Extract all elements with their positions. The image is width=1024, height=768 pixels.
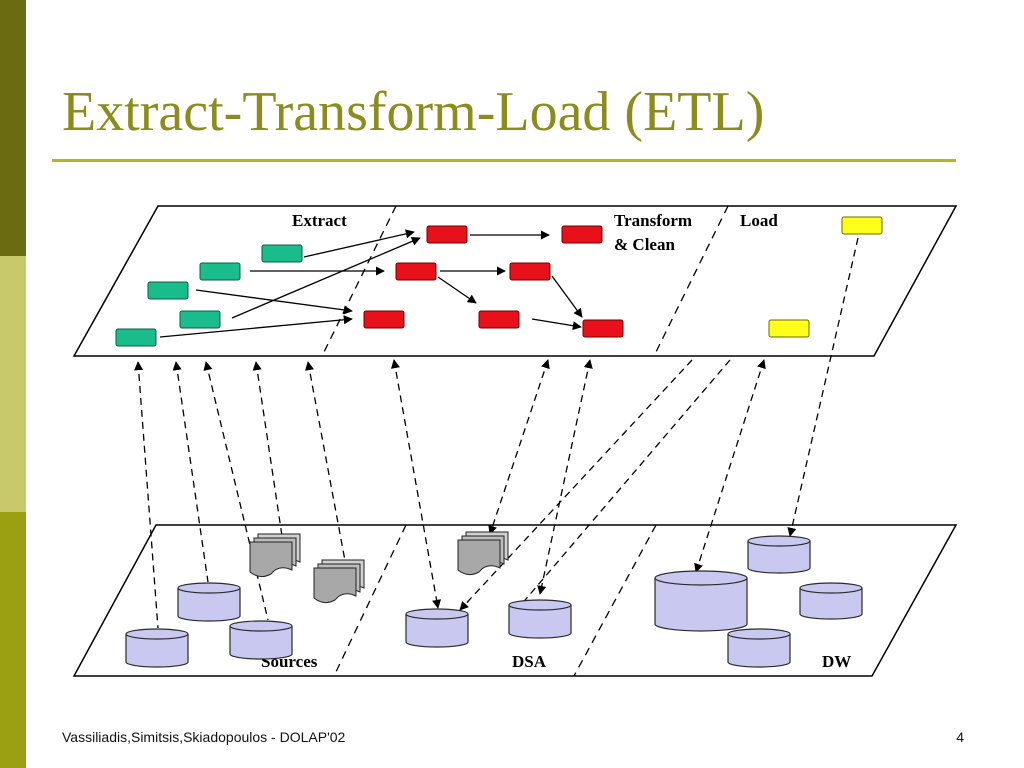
load-activity [768,319,810,338]
label-load: Load [740,211,778,230]
load-activity [841,216,883,235]
label-dsa: DSA [512,652,547,671]
transform-activity [478,310,520,329]
extract-activity [179,310,221,329]
extract-activity [199,262,241,281]
page-number: 4 [956,729,964,745]
title-underline [52,159,956,162]
database-icon [229,620,293,660]
transform-activities [363,225,624,338]
flow-arrow [159,315,353,338]
mapping-arrow [459,359,693,611]
transform-activity [395,262,437,281]
extract-activity [115,328,157,347]
side-band-mid [0,512,26,768]
database-icon [799,582,863,620]
slide-footer: Vassiliadis,Simitsis,Skiadopoulos - DOLA… [62,729,346,745]
extract-activity [261,244,303,263]
database-icon [177,582,241,622]
label-transform: Transform [614,211,692,230]
file-stack-icon [313,559,365,604]
label-dw: DW [822,652,851,671]
mapping-arrow [488,359,550,535]
upper-plane [72,205,958,357]
mapping-arrow [203,361,269,621]
transform-activity [582,319,624,338]
database-icon [727,628,791,668]
extract-activities [115,244,303,347]
load-activities [768,216,883,338]
flow-arrow [437,276,477,304]
database-icon [654,570,748,632]
flow-arrow [303,229,415,258]
mapping-arrow [305,361,347,567]
label-clean: & Clean [614,235,675,254]
database-icon [508,599,572,639]
mapping-arrow [252,361,283,537]
mapping-arrow [172,361,209,583]
database-icon [125,628,189,668]
flow-arrow [231,237,421,319]
side-band-dark [0,0,26,256]
transform-activity [426,225,468,244]
mapping-arrow [787,237,859,537]
file-stack-icon [457,531,509,576]
extract-activity [147,281,189,300]
side-band-light [0,256,26,512]
database-icon [747,535,811,574]
mapping-arrow [537,359,593,595]
database-icon [405,608,469,648]
file-stack-icon [249,533,301,578]
transform-activity [509,262,551,281]
workflow-arrows [159,229,583,338]
transform-activity [363,310,405,329]
slide-title: Extract-Transform-Load (ETL) [62,81,765,143]
mapping-arrows [134,237,859,629]
mapping-arrow [390,359,442,609]
mapping-arrow [134,361,159,629]
lower-divider-dsa [573,524,657,677]
flow-arrow [531,318,582,331]
mapping-arrow [694,359,766,573]
label-extract: Extract [292,211,347,230]
transform-activity [561,225,603,244]
flow-arrow [551,275,583,318]
